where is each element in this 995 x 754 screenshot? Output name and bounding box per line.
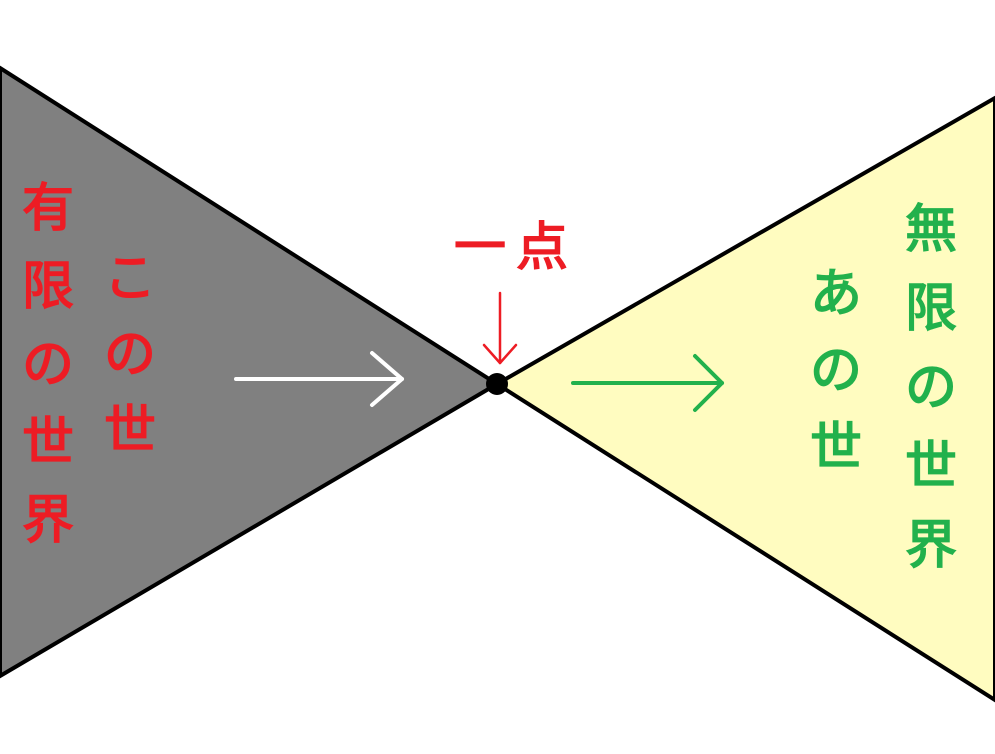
- arrow-right-icon: [234, 351, 404, 407]
- point-label: 一点: [454, 218, 579, 278]
- finite-world-region: [0, 65, 501, 679]
- label-char: 世: [810, 418, 863, 478]
- other-world-label: あ の 世: [810, 268, 862, 474]
- label-char: 有: [22, 179, 75, 239]
- label-char: こ: [104, 249, 157, 309]
- infinite-world-label: 無 限 の 世 界: [905, 204, 957, 572]
- finite-world-label: 有 限 の 世 界: [22, 183, 74, 547]
- label-char: 限: [22, 257, 75, 317]
- arrow-down-icon: [482, 291, 518, 365]
- label-char: 界: [22, 491, 75, 551]
- label-char: の: [905, 358, 958, 418]
- arrow-right-icon: [571, 354, 724, 412]
- label-char: 無: [905, 200, 958, 260]
- label-char: の: [104, 325, 157, 385]
- label-char: 世: [104, 401, 157, 461]
- label-char: の: [22, 335, 75, 395]
- label-char: あ: [810, 264, 863, 324]
- label-char: 限: [905, 279, 958, 339]
- intersection-point: [486, 373, 508, 395]
- label-char: 世: [905, 437, 958, 497]
- infinite-world-region: [493, 95, 995, 703]
- label-char: 世: [22, 413, 75, 473]
- this-world-label: こ の 世: [104, 253, 156, 457]
- label-char: の: [810, 341, 863, 401]
- label-char: 界: [905, 516, 958, 576]
